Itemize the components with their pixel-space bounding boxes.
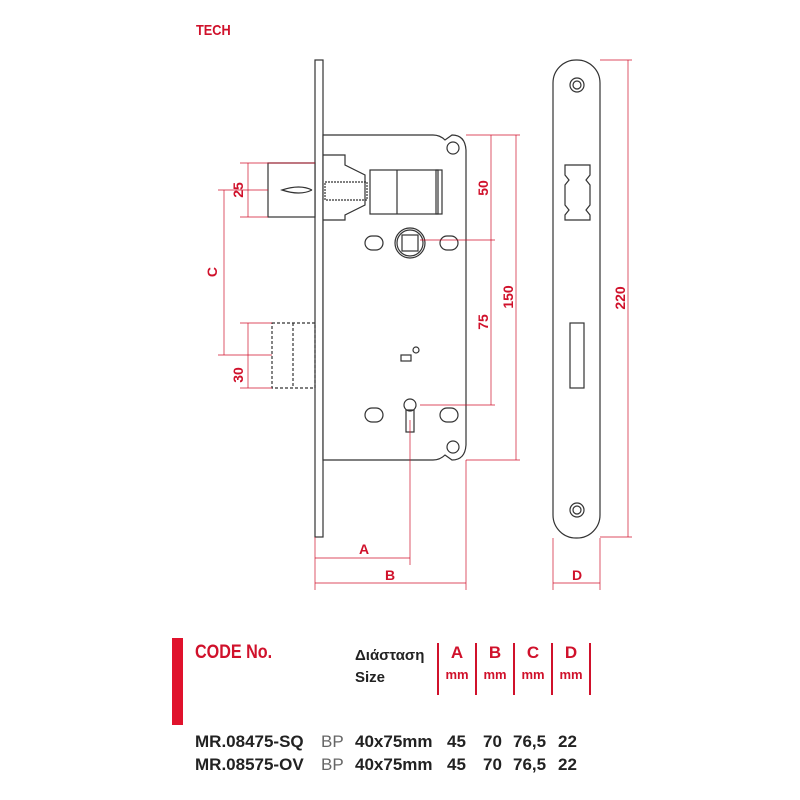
column-unit: mm bbox=[483, 667, 507, 682]
row-code: MR.08475-SQ bbox=[195, 732, 304, 751]
column-letter: D bbox=[564, 643, 578, 662]
column-letter: C bbox=[526, 643, 540, 662]
row-c: 76,5 bbox=[513, 755, 547, 774]
keyhole bbox=[403, 398, 417, 412]
latch-cylinder bbox=[369, 169, 439, 215]
lock-body bbox=[322, 134, 467, 461]
faceplate bbox=[314, 59, 324, 538]
screw-hole-bottom bbox=[446, 440, 460, 454]
latch-bolt bbox=[267, 162, 316, 218]
size-header-english: Size bbox=[355, 669, 386, 686]
row-finish: BP bbox=[321, 732, 344, 751]
dim-d: D bbox=[572, 567, 582, 583]
table-accent-bar bbox=[172, 638, 183, 725]
dim-c: C bbox=[204, 267, 220, 277]
row-finish: BP bbox=[321, 755, 344, 774]
row-a: 45 bbox=[447, 755, 466, 774]
latch-housing bbox=[323, 154, 366, 221]
dim-75: 75 bbox=[475, 314, 491, 330]
dead-bolt bbox=[271, 322, 316, 389]
dim-25: 25 bbox=[230, 182, 246, 198]
latch-spring bbox=[324, 181, 368, 201]
dim-30: 30 bbox=[230, 367, 246, 383]
row-size: 40x75mm bbox=[355, 755, 433, 774]
dim-220: 220 bbox=[612, 286, 628, 310]
row-b: 70 bbox=[483, 732, 502, 751]
column-unit: mm bbox=[521, 667, 545, 682]
size-header-greek: Διάσταση bbox=[355, 647, 425, 664]
dim-50: 50 bbox=[475, 180, 491, 196]
size-header: Διάσταση Size bbox=[355, 645, 424, 689]
dim-b: B bbox=[385, 567, 395, 583]
column-separator bbox=[551, 643, 553, 695]
dim-a: A bbox=[359, 541, 369, 557]
follower-ring bbox=[394, 227, 426, 259]
column-letter: B bbox=[488, 643, 502, 662]
row-c: 76,5 bbox=[513, 732, 547, 751]
column-unit: mm bbox=[445, 667, 469, 682]
column-letter: A bbox=[450, 643, 464, 662]
row-b: 70 bbox=[483, 755, 502, 774]
row-size: 40x75mm bbox=[355, 732, 433, 751]
row-d: 22 bbox=[558, 732, 577, 751]
column-separator bbox=[513, 643, 515, 695]
row-d: 22 bbox=[558, 755, 577, 774]
code-header: CODE No. bbox=[195, 642, 273, 663]
strike-latch-opening bbox=[564, 164, 591, 221]
brand-label: TECH bbox=[196, 22, 231, 39]
column-separator bbox=[437, 643, 439, 695]
strike-bolt-opening bbox=[569, 322, 585, 389]
column-separator bbox=[589, 643, 591, 695]
strike-plate bbox=[552, 59, 601, 539]
column-unit: mm bbox=[559, 667, 583, 682]
screw-hole-top bbox=[446, 141, 460, 155]
column-separator bbox=[475, 643, 477, 695]
dim-150: 150 bbox=[500, 285, 516, 309]
row-a: 45 bbox=[447, 732, 466, 751]
square-spindle-hole bbox=[401, 234, 419, 252]
row-code: MR.08575-OV bbox=[195, 755, 304, 774]
